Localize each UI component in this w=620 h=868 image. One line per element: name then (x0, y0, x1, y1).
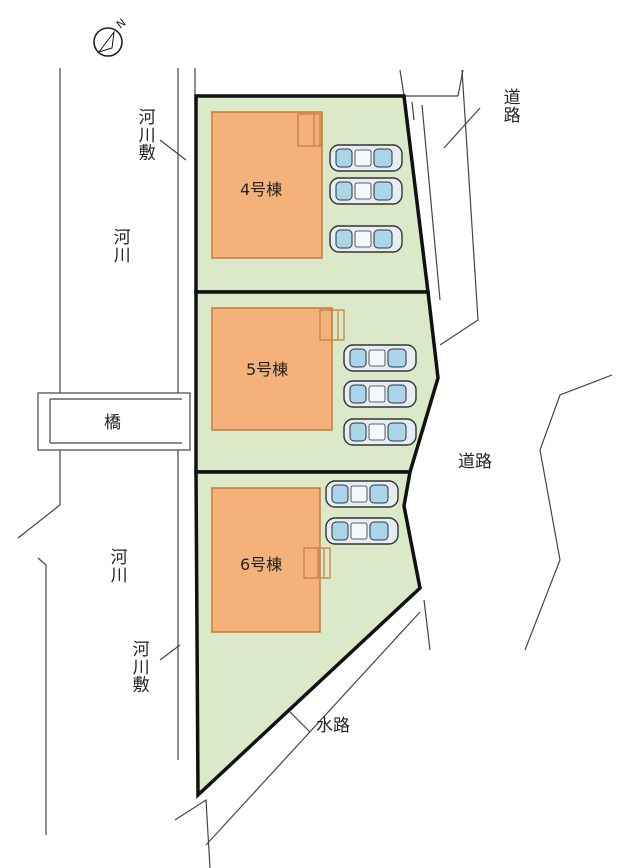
svg-text:N: N (114, 16, 128, 31)
north-arrow-icon: N (93, 16, 128, 57)
label-road-right: 道路 (458, 452, 492, 472)
building-6 (211, 487, 321, 633)
building-6-label: 6号棟 (240, 555, 283, 574)
car-icon (343, 418, 417, 446)
buildings (211, 111, 345, 633)
label-bridge: 橋 (104, 413, 121, 433)
river-lines (17, 68, 196, 835)
car-icon (343, 344, 417, 372)
building-4 (211, 111, 323, 259)
label-waterway: 水路 (316, 716, 350, 736)
car-icon (325, 517, 399, 545)
road-lines (174, 69, 613, 868)
car-icon (325, 480, 399, 508)
parking-cars (325, 144, 417, 545)
bridge (37, 392, 191, 451)
label-road-top: 道路 (499, 88, 520, 124)
label-river-bed-bottom: 河川敷 (128, 640, 149, 694)
car-icon (329, 225, 403, 253)
building-5 (211, 307, 333, 431)
building-4-label: 4号棟 (240, 180, 283, 199)
label-river-bed-top: 河川敷 (134, 108, 155, 162)
car-icon (343, 380, 417, 408)
label-river-bottom: 河川 (106, 548, 127, 584)
car-icon (329, 177, 403, 205)
label-river-top: 河川 (109, 228, 130, 264)
building-5-label: 5号棟 (246, 360, 289, 379)
car-icon (329, 144, 403, 172)
